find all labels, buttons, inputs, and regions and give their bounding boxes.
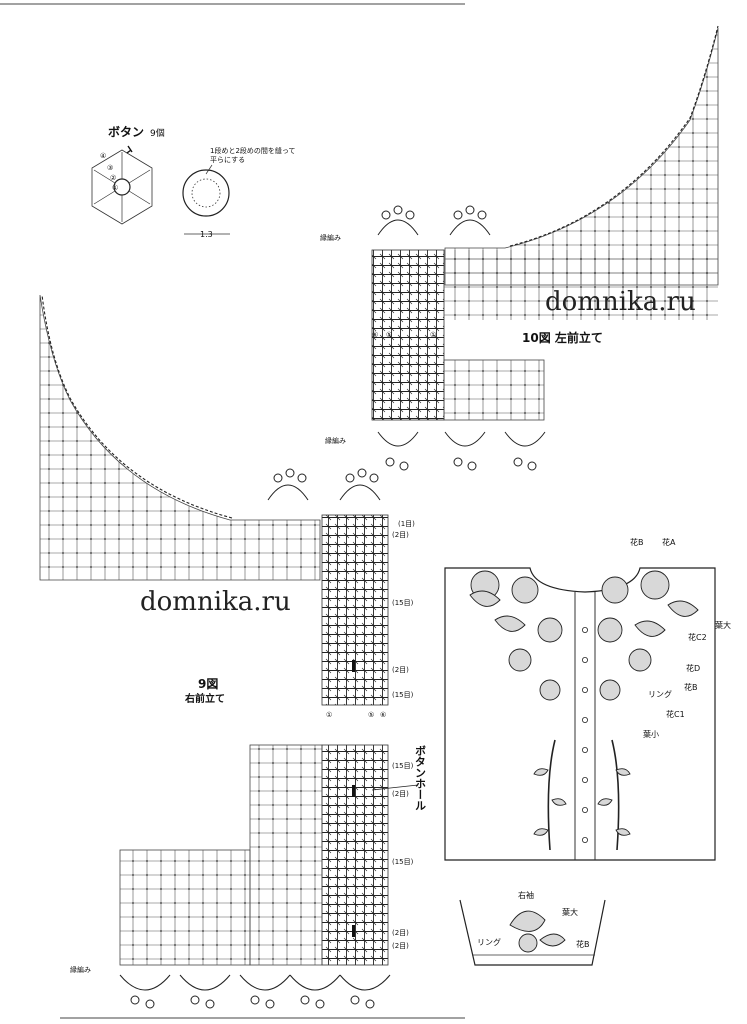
button-title: ボタン [108,124,144,139]
right-front-band: 縁編み (1目) (2目) (15目) (2目) (15目) (15目) (2目… [39,294,427,1009]
label-flower-b: 花B [630,537,644,547]
label-leaf-large: 葉大 [715,620,731,630]
round-4-marker: ④ [100,152,106,160]
button-count: 9個 [150,127,165,139]
right-front-caption-number: 9図 [198,677,218,691]
row-label-4: (2目) [392,666,409,674]
row-label-2: (2目) [392,531,409,539]
right-band-upper [321,514,389,706]
left-lower-grid [443,359,545,421]
cardigan-outline [444,567,716,861]
left-edging-label-top: 縁編み [320,233,341,242]
right-hem-grid [119,849,251,966]
watermark-top: domnika.ru [545,287,696,317]
row-label-6: (15目) [392,762,414,770]
left-neck-grid [444,27,719,286]
row-label-8: (15目) [392,858,414,866]
row-label-5: (15目) [392,691,414,699]
sleeve-diagram: 右袖 葉大 リング 花B [459,890,606,966]
round-2-marker: ② [110,174,116,182]
right-marker-3: ⑥ [380,711,386,719]
button-row [582,627,589,844]
left-neck-edge [509,25,719,247]
left-upper-grid [444,250,718,320]
buttonhole-mark-2 [352,785,355,797]
left-marker-1: ⑥ [372,331,378,339]
sleeve-leaf-label: 葉大 [562,907,578,917]
left-edging-label-bottom: 縁編み [325,436,346,445]
finished-button-stitch [191,178,221,208]
right-bottom-picots [119,974,391,1009]
label-flower-c2: 花C2 [688,632,707,642]
left-front-band: 縁編み 縁編み ⑥ ⑤ ① 10図 左前立て domnika.ru [320,25,719,471]
left-front-caption: 10図 左前立て [522,330,603,345]
right-motifs [597,570,699,851]
row-label-1: (1目) [398,520,415,528]
finished-button-outline [182,169,230,217]
row-label-10: (2目) [392,942,409,950]
sleeve-ring-label: リング [477,937,501,947]
label-ring: リング [648,689,672,699]
right-lower-grid [249,744,323,966]
button-instruction-1: 1段めと2段めの間を縫って [210,146,296,155]
buttonhole-label: ボタンホール [414,745,427,811]
row-label-7: (2目) [392,790,409,798]
right-marker-2: ⑤ [368,711,374,719]
buttonhole-mark-3 [352,925,355,937]
label-flower-d: 花D [686,663,700,673]
right-top-picots [267,468,381,501]
left-motifs [469,570,567,851]
left-marker-2: ⑤ [386,331,392,339]
label-leaf-small: 葉小 [643,729,659,739]
right-front-caption: 右前立て [184,692,225,705]
garment-diagram: 花B 花A 葉大 花C2 花D リング 花B 花C1 葉小 [444,537,731,861]
round-3-marker: ③ [107,164,113,172]
sleeve-title: 右袖 [518,890,534,900]
button-instruction-2: 平らにする [210,156,245,164]
left-band-column [371,249,445,421]
right-neck-edge [41,294,233,519]
left-bottom-picots [377,431,546,471]
round-1-marker: ① [112,184,118,192]
start-arrow [126,145,133,154]
row-label-3: (15目) [392,599,414,607]
button-size: 1.3 [200,230,213,239]
row-label-9: (2目) [392,929,409,937]
sleeve-outline [459,899,606,966]
button-diagram: ボタン 9個 ④ ③ ② ① 1段めと2段めの間を縫って 平らにする 1.3 [91,124,296,239]
button-hexagon-chart [91,149,153,225]
right-marker-1: ① [326,711,332,719]
sleeve-motif [509,910,566,953]
right-edging-label: 縁編み [70,965,91,974]
label-flower-a: 花A [662,537,676,547]
left-marker-3: ① [430,331,436,339]
right-neck-grid [39,294,321,581]
label-flower-c1: 花C1 [666,709,685,719]
buttonhole-mark-1 [352,660,355,672]
left-top-picots [377,205,491,236]
watermark-middle: domnika.ru [140,587,291,617]
label-flower-b-2: 花B [684,682,698,692]
sleeve-flower-label: 花B [576,939,590,949]
